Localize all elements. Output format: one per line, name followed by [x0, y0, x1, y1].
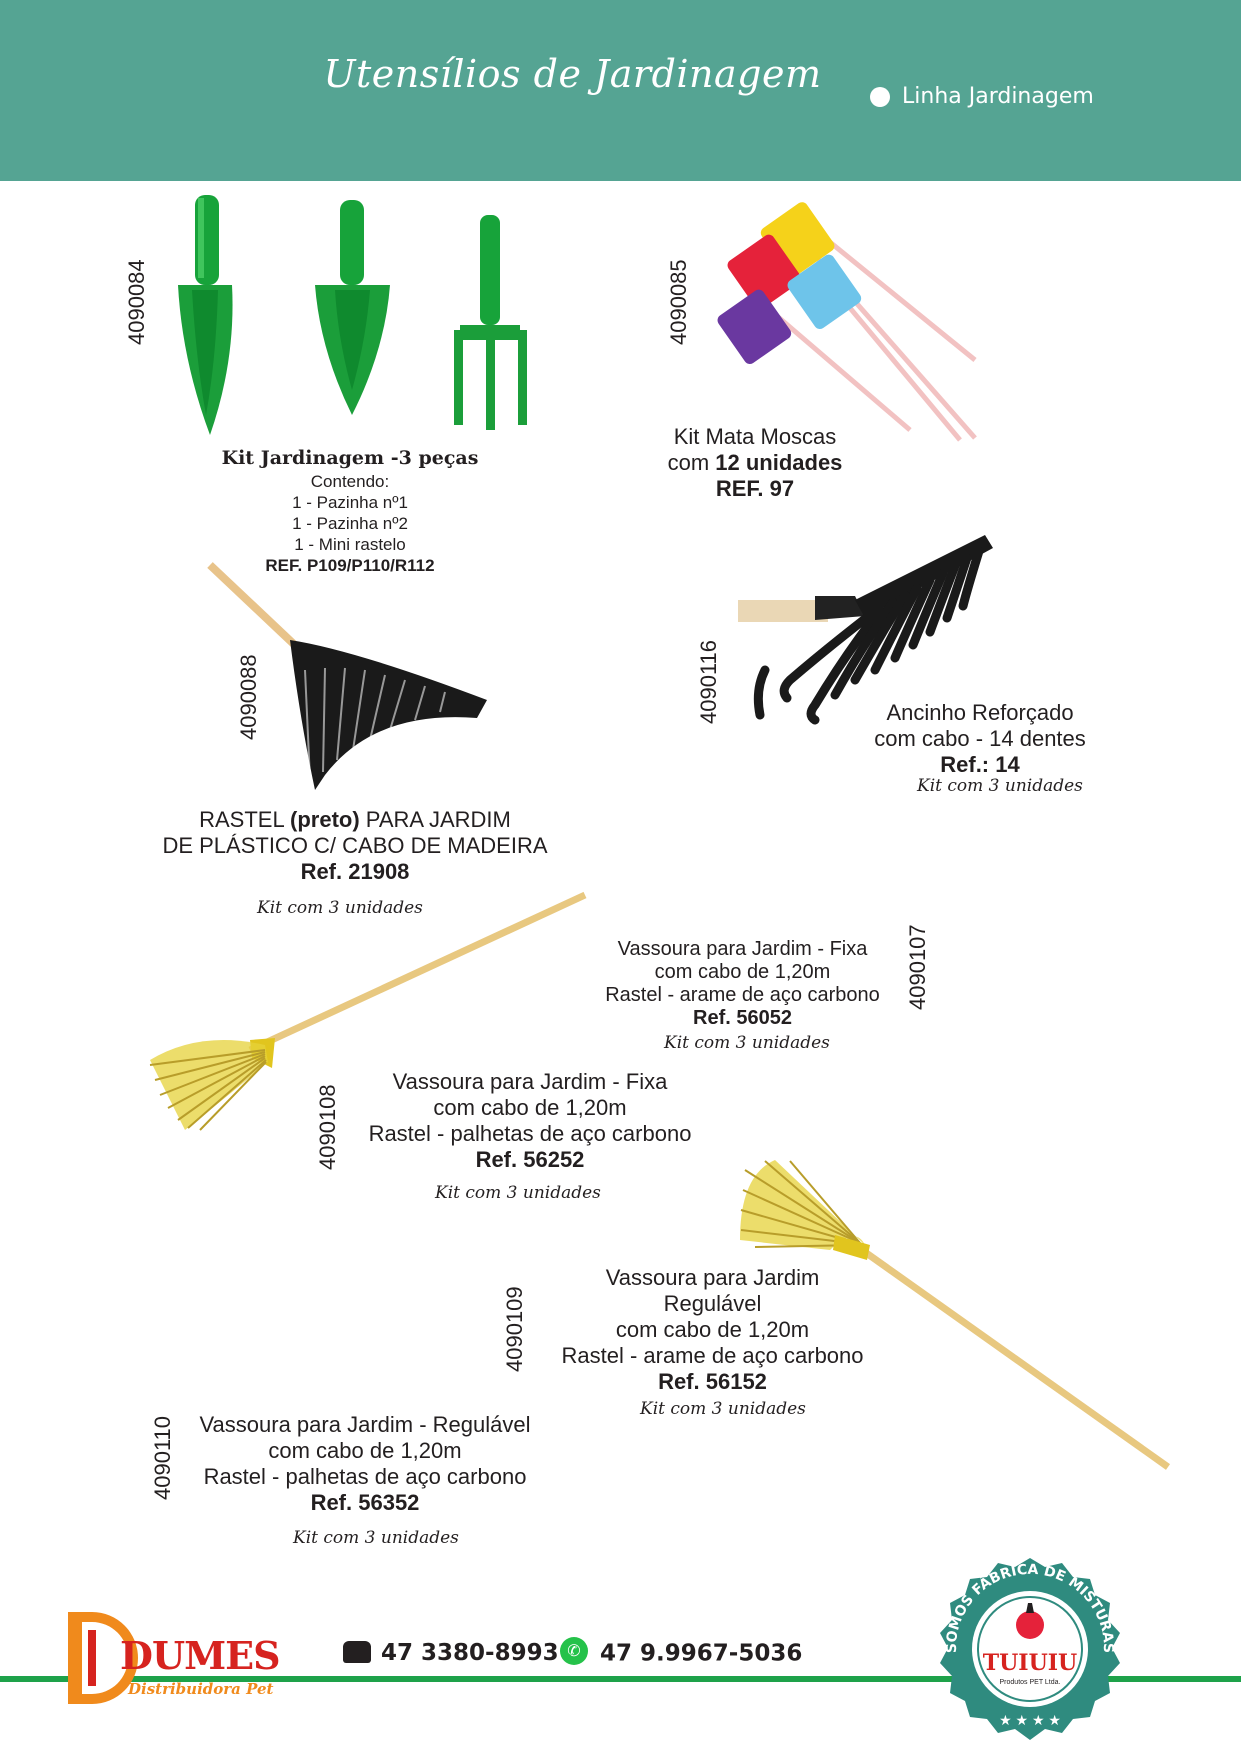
kit-note: Kit com 3 unidades [664, 1033, 830, 1053]
leaf-broom-image [149, 891, 587, 1131]
tuiuiu-seal: TUIUIU Produtos PET Ltda. SOMOS FÁBRICA … [940, 1558, 1120, 1740]
product-code: 4090110 [150, 1415, 175, 1500]
tuiuiu-brand: TUIUIU [983, 1650, 1078, 1676]
product-line-label: Linha Jardinagem [870, 84, 1094, 109]
kit-note: Kit com 3 unidades [257, 898, 423, 918]
kit-note: Kit com 3 unidades [917, 776, 1083, 796]
product-title: Vassoura para Jardim - Regulável [199, 1412, 531, 1437]
dumes-logo: DUMES Distribuidora Pet [68, 1608, 288, 1713]
footer-divider [0, 1676, 1241, 1682]
product-description: Kit Mata Moscas com 12 unidades REF. 97 [650, 424, 860, 502]
telephone-icon [343, 1640, 371, 1663]
product-material: Rastel - arame de aço carbono [561, 1343, 864, 1368]
kit-note: Kit com 3 unidades [640, 1399, 806, 1419]
phone-number: 47 3380-8993 [381, 1640, 559, 1666]
product-code: 4090107 [905, 924, 930, 1010]
product-title: Vassoura para Jardim - Fixa [617, 938, 868, 960]
product-type: Regulável [663, 1291, 762, 1316]
product-title: Kit Mata Moscas [673, 424, 837, 449]
black-rake-image [207, 562, 487, 790]
product-code: 4090109 [502, 1286, 527, 1372]
product-material: Rastel - arame de aço carbono [605, 984, 880, 1006]
product-code: 4090084 [124, 259, 149, 345]
product-ref: REF. P109/P110/R112 [265, 556, 435, 575]
product-ref: Ref.: 14 [940, 752, 1020, 777]
contents-item: 1 - Mini rastelo [294, 535, 406, 554]
product-material: Rastel - palhetas de aço carbono [368, 1121, 692, 1146]
whatsapp-contact[interactable]: ✆ 47 9.9967-5036 [560, 1637, 803, 1668]
fly-swatter-image [717, 202, 977, 442]
page-title: Utensílios de Jardinagem [323, 52, 822, 96]
tuiuiu-subtitle: Produtos PET Ltda. [1000, 1679, 1061, 1686]
product-ref: REF. 97 [715, 476, 795, 501]
product-title: RASTEL (preto) PARA JARDIM [199, 807, 511, 832]
header-band: Utensílios de Jardinagem Linha Jardinage… [0, 0, 1241, 181]
garden-tools-image [178, 195, 527, 435]
contents-item: 1 - Pazinha nº1 [292, 493, 408, 512]
product-description: Kit Jardinagem -3 peças Contendo: 1 - Pa… [215, 445, 485, 576]
steel-rake-image [738, 535, 993, 725]
product-description: Vassoura para Jardim Regulável com cabo … [540, 1265, 885, 1395]
product-ref: Ref. 56352 [310, 1490, 420, 1515]
contents-label: Contendo: [310, 472, 390, 491]
adjustable-broom-image [740, 1160, 1171, 1470]
kit-note: Kit com 3 unidades [293, 1528, 459, 1548]
product-subtitle: com cabo de 1,20m [268, 1438, 462, 1463]
product-material: Rastel - palhetas de aço carbono [203, 1464, 527, 1489]
product-subtitle: DE PLÁSTICO C/ CABO DE MADEIRA [162, 833, 548, 858]
contents-item: 1 - Pazinha nº2 [292, 514, 408, 533]
product-title: Vassoura para Jardim - Fixa [392, 1069, 668, 1094]
product-subtitle: com cabo - 14 dentes [874, 726, 1086, 751]
product-description: Ancinho Reforçado com cabo - 14 dentes R… [855, 700, 1105, 778]
product-code: 4090108 [315, 1084, 340, 1170]
product-subtitle: com cabo de 1,20m [433, 1095, 627, 1120]
product-line-text: Linha Jardinagem [902, 84, 1094, 109]
product-description: Vassoura para Jardim - Fixa com cabo de … [345, 1069, 715, 1173]
whatsapp-number: 47 9.9967-5036 [600, 1640, 803, 1667]
product-description: Vassoura para Jardim - Regulável com cab… [180, 1412, 550, 1516]
dumes-logo-subtitle: Distribuidora Pet [128, 1680, 274, 1698]
product-subtitle: com cabo de 1,20m [615, 1317, 810, 1342]
dumes-logo-text: DUMES [120, 1633, 281, 1678]
seal-stars-icon: ★ ★ ★ ★ [999, 1712, 1061, 1728]
product-ref: Ref. 21908 [300, 859, 410, 884]
product-title: Ancinho Reforçado [886, 700, 1074, 725]
phone-contact[interactable]: 47 3380-8993 [343, 1640, 559, 1666]
product-subtitle: com cabo de 1,20m [654, 961, 831, 983]
product-ref: Ref. 56052 [693, 1007, 792, 1029]
product-quantity: com 12 unidades [667, 450, 843, 475]
whatsapp-icon: ✆ [560, 1637, 588, 1665]
bullet-icon [870, 86, 890, 107]
product-code: 4090085 [666, 259, 691, 345]
product-ref: Ref. 56252 [475, 1147, 585, 1172]
product-title: Vassoura para Jardim [605, 1265, 820, 1290]
product-ref: Ref. 56152 [658, 1369, 767, 1394]
product-code: 4090116 [696, 639, 721, 724]
product-description: Vassoura para Jardim - Fixa com cabo de … [590, 938, 895, 1030]
product-description: RASTEL (preto) PARA JARDIM DE PLÁSTICO C… [150, 807, 560, 885]
kit-note: Kit com 3 unidades [435, 1183, 601, 1203]
product-title: Kit Jardinagem -3 peças [221, 447, 479, 469]
